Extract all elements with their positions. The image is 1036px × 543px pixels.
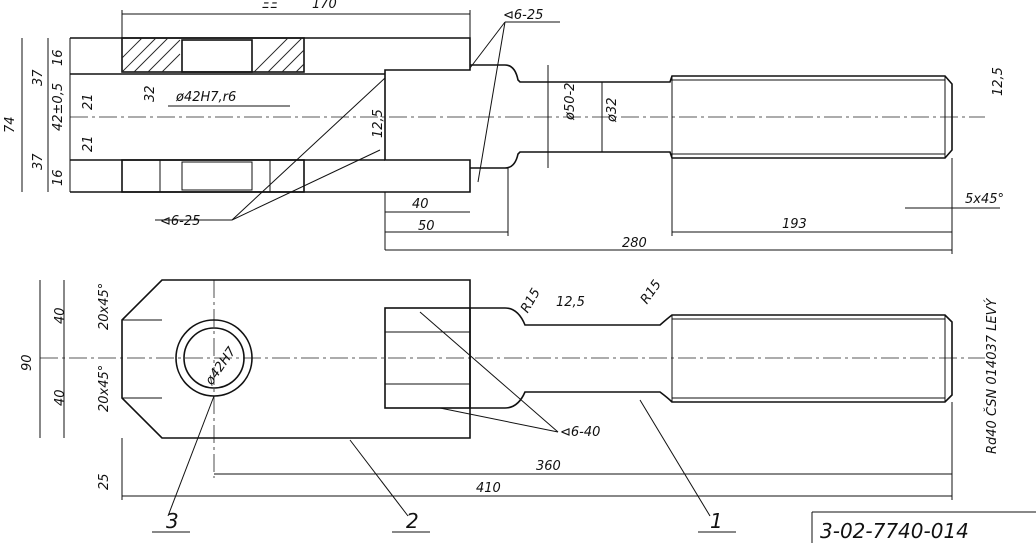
dim-r15-right-label: R15 xyxy=(638,278,665,308)
dim-50-len-label: 50 xyxy=(418,219,435,234)
drawing-number: 3-02-7740-014 xyxy=(820,519,969,543)
dim-chamfer-bottom-label: 20x45° xyxy=(97,365,112,412)
dim-40-bottom-label: 40 xyxy=(53,389,68,406)
dim-90-label: 90 xyxy=(20,354,35,371)
dim-hole-label: ø42H7 xyxy=(202,344,240,389)
dim-193-label: 193 xyxy=(782,217,807,232)
dim-16-bottom-label: 16 xyxy=(51,169,66,186)
weld-b-label: ⊲6-25 xyxy=(160,214,200,229)
bushing-section-top xyxy=(121,37,305,73)
dim-12-5-end-label: 12,5 xyxy=(991,67,1006,96)
weld-a-label: ⊲6-25 xyxy=(503,8,543,23)
dim-40-top-label: 40 xyxy=(53,307,68,324)
dim-bore-fit-label: ø42H7,r6 xyxy=(175,90,236,105)
dim-ee-label: ΞΞ xyxy=(262,0,279,12)
hatching-top xyxy=(121,37,305,73)
balloon-2-label: 2 xyxy=(406,509,419,533)
shaft-outline xyxy=(470,64,953,169)
thread-spec-label: Rd40 ČSN 014037 LEVÝ xyxy=(984,298,1000,454)
dim-37-top-label: 37 xyxy=(31,69,46,86)
dim-12-5-label: 12,5 xyxy=(556,295,585,310)
dim-170-label: 170 xyxy=(312,0,337,12)
dim-42-tol-label: 42±0,5 xyxy=(51,83,66,131)
shaft-block xyxy=(384,307,471,409)
dim-21-top-label: 21 xyxy=(81,93,96,110)
fork-plate-outline xyxy=(121,279,471,439)
top-view: ΞΞ 170 74 37 37 16 16 42±0,5 21 21 32 ø4… xyxy=(3,0,1006,254)
dim-50-label: ø50-2 xyxy=(563,83,578,121)
dim-12-5-small-label: 12,5 xyxy=(371,109,386,138)
dim-chamfer-label: 5x45° xyxy=(965,192,1004,207)
dim-16-top-label: 16 xyxy=(51,49,66,66)
dim-360-label: 360 xyxy=(536,459,561,474)
shaft-bottom-outline xyxy=(470,307,953,409)
dim-280-label: 280 xyxy=(622,236,647,251)
dim-25-label: 25 xyxy=(97,473,112,490)
dim-32-bore-label: 32 xyxy=(143,85,158,102)
pin-hole-inner xyxy=(183,327,245,389)
dim-21-bottom-label: 21 xyxy=(81,135,96,152)
dim-32-shaft-label: ø32 xyxy=(605,98,620,124)
weld-c-label: ⊲6-40 xyxy=(560,425,600,440)
dim-37-bottom-label: 37 xyxy=(31,153,46,170)
dim-74-label: 74 xyxy=(3,116,18,133)
balloon-3-label: 3 xyxy=(166,509,179,533)
bushing-bore-top xyxy=(181,39,253,73)
dim-chamfer-top-label: 20x45° xyxy=(97,283,112,330)
bushing-section-bottom xyxy=(121,159,305,193)
bushing-bore-bottom xyxy=(181,161,253,191)
dim-410-label: 410 xyxy=(476,481,501,496)
balloon-1-label: 1 xyxy=(710,509,723,533)
dim-40-label: 40 xyxy=(412,197,429,212)
dim-r15-left-label: R15 xyxy=(518,286,544,316)
bottom-view: ø42H7 90 40 40 20x45° 20x45° R15 12,5 R1… xyxy=(20,278,1000,533)
fork-body-outline xyxy=(70,37,471,193)
